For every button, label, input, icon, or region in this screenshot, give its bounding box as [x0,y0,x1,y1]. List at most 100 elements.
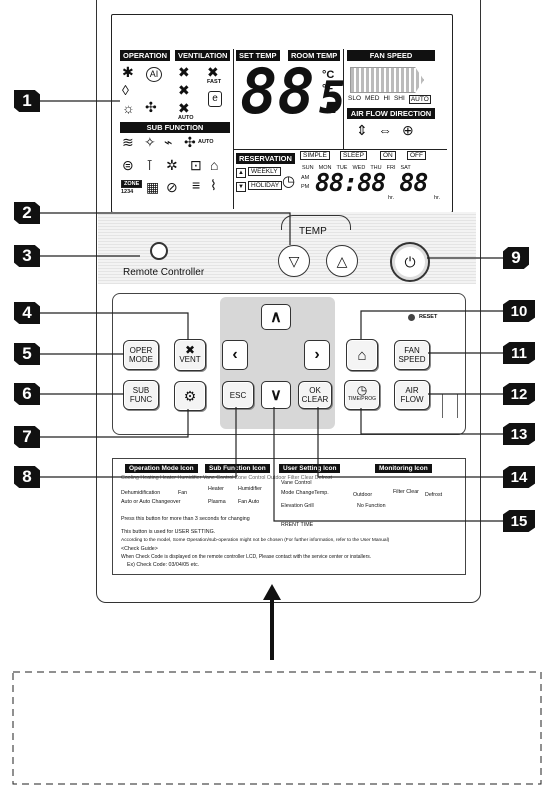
house-thermometer-icon: ⌂ [357,346,367,364]
guide-mode-change-temp: Mode ChangeTemp. [281,490,329,496]
callout-badge-2: 2 [14,202,40,224]
day-tue: TUE [336,165,348,171]
fan-icon: ✣ [145,99,157,115]
sub-func-button[interactable]: SUB FUNC [123,380,159,410]
clock-icon: ◷ [356,383,368,397]
vent-icon-2: ✖ [178,82,190,98]
callout-badge-15: 15 [503,510,535,532]
gear-icon: ⚙ [183,387,197,404]
fan-level-hi: HI [383,95,390,102]
time-digits: 88:88 88 [315,168,428,197]
lock-icon: ⊡ [190,157,202,173]
operation-header: OPERATION [120,50,171,61]
callout-badge-10: 10 [503,300,535,322]
callout-badge-4: 4 [14,302,40,324]
guide-outdoor: Outdoor [353,492,373,498]
fahrenheit-unit: °F [322,83,334,95]
guide-line-check-code: When Check Code is displayed on the remo… [121,554,372,560]
temp-down-button[interactable]: ▽ [278,245,310,277]
fan-auto-icon: ✣ [184,134,196,150]
vent-button-label: VENT [179,355,201,364]
time-prog-label: TIME/PROG [347,396,377,402]
fan-level-shi: SHI [393,95,405,102]
dehumidification-icon: ◊ [122,82,129,98]
fan-speed-button[interactable]: FAN SPEED [394,340,430,370]
zone-label: ZONE [121,180,143,188]
weekday-row: SUN MON TUE WED THU FRI SAT [302,165,411,171]
vertical-swing-icon: ⇕ [356,122,368,138]
oper-mode-button[interactable]: OPER MODE [123,340,159,370]
guide-filter-clear: Filter Clear [393,489,419,495]
callout-badge-7: 7 [14,426,40,448]
hr-label-1: hr. [388,195,395,201]
heating-icon: ☼ [122,100,135,116]
temp-up-button[interactable]: △ [326,245,358,277]
room-temp-header: ROOM TEMP [288,50,341,61]
nav-up-button[interactable]: ∧ [261,304,291,330]
day-sun: SUN [302,165,314,171]
callout-badge-9: 9 [503,247,529,269]
temperature-sensor-icon: ⊺ [146,157,154,173]
power-button[interactable]: ⏻ [390,242,430,282]
vent-button[interactable]: ✖VENT [174,339,206,371]
vent-energy-icon: e [208,91,222,107]
callout-badge-11: 11 [503,342,535,364]
vent-icon: ✖ [178,64,190,80]
callout-badge-1: 1 [14,90,40,112]
settings-button[interactable]: ⚙ [174,381,206,411]
air-flow-button[interactable]: AIR FLOW [394,380,430,410]
down-triangle-icon: ▼ [236,182,246,192]
guide-humidifier: Humidifier [238,486,262,492]
day-mon: MON [318,165,332,171]
up-triangle-icon: ▲ [236,168,246,178]
set-temp-decimal-digit: 5 [319,73,346,124]
esc-button[interactable]: ESC [222,381,254,409]
weekly-label: WEEKLY [248,167,281,176]
callout-badge-5: 5 [14,343,40,365]
hr-label-2: hr. [434,195,441,201]
ok-clear-button[interactable]: OK CLEAR [298,381,332,409]
no-function-icon: ⊘ [166,179,178,195]
set-temp-header: SET TEMP [236,50,280,61]
fan-speed-levels: SLO MED HI SHI AUTO [348,95,431,104]
vent-fast-icon: ✖ [207,64,219,80]
elevation-grill-icon: ⊜ [122,157,134,173]
day-thu: THU [370,165,382,171]
outdoor-icon: ⌇ [210,177,217,193]
sub-function-header: SUB FUNCTION [120,122,230,133]
guide-line-press-3-seconds: Press this button for more than 3 second… [121,516,250,522]
guide-header-user-setting: User Setting Icon [279,464,341,473]
guide-fan-auto: Fan Auto [238,499,260,505]
day-fri: FRI [386,165,396,171]
four-way-swing-icon: ⊕ [402,122,414,138]
guide-defrost: Defrost [425,492,443,498]
remote-sensor-icon [150,242,168,260]
cooling-icon: ✱ [122,64,134,80]
ventilation-header: VENTILATION [175,50,231,61]
callout-badge-14: 14 [503,466,535,488]
zone-digits: 1234 [121,189,134,195]
ai-icon: AI [146,67,162,82]
lcd-divider-2 [343,49,344,149]
guide-vane-control: Vane Control [281,480,312,486]
nav-left-button[interactable]: ‹ [222,340,248,370]
vent-fast-label: FAST [207,79,222,85]
simple-label: SIMPLE [300,151,330,160]
defrost-wave-icon: ≡ [192,177,201,193]
pm-label: PM [301,184,310,190]
fan-level-slo: SLO [348,95,362,102]
nav-right-button[interactable]: › [304,340,330,370]
guide-line-model-note: According to the model, Some Operation/s… [121,538,390,543]
home-user-setting-button[interactable]: ⌂ [346,339,378,371]
set-temp-digits: 88. [240,55,352,128]
guide-no-function: No Function [357,503,386,509]
nav-down-button[interactable]: ∨ [261,381,291,409]
vent-button-icon: ✖ [184,343,196,357]
vent-auto-icon: ✖ [178,100,190,116]
callout-badge-12: 12 [503,383,535,405]
time-prog-button[interactable]: ◷TIME/PROG [344,380,380,410]
celsius-unit: °C [322,69,335,81]
guide-header-sub-function: Sub Function Icon [205,464,270,473]
off-label: OFF [407,151,426,160]
